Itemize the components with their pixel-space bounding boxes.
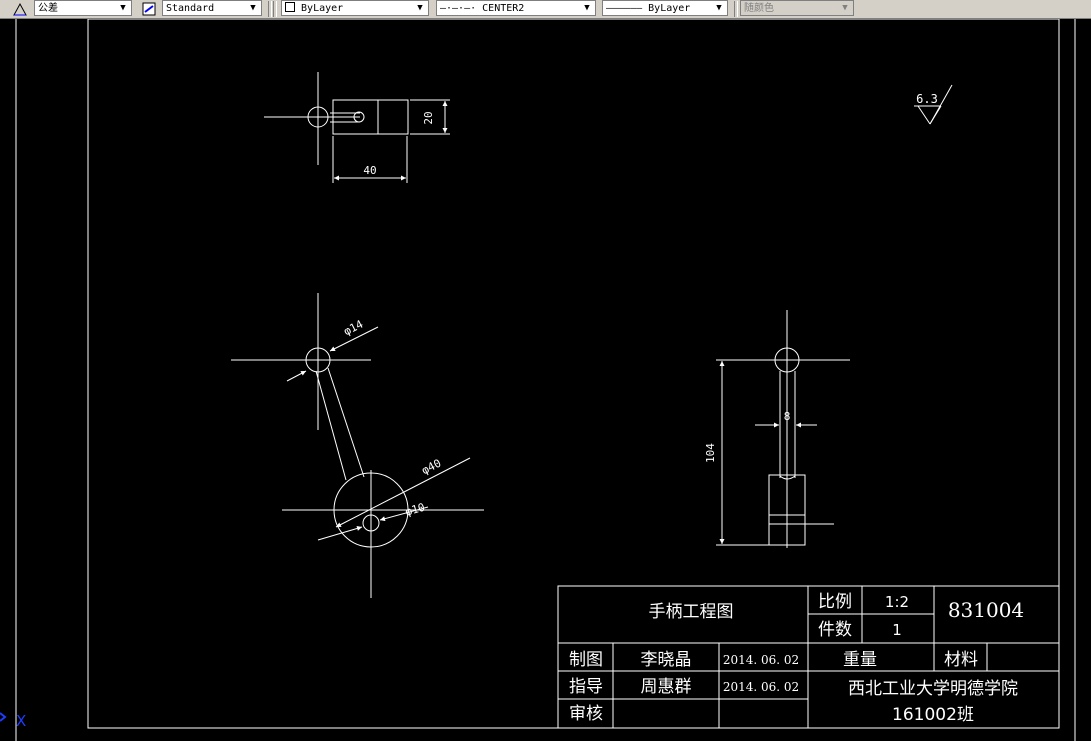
chevron-down-icon: ▼ <box>250 3 256 13</box>
scale-label: 比例 <box>818 592 852 612</box>
plot-style-dropdown[interactable]: 随颜色 ▼ <box>740 0 854 16</box>
tolerance-label: 公差 <box>38 3 58 14</box>
properties-toolbar: 公差 ▼ Standard ▼ ByLayer ▼ —·—·—· CENTER2… <box>0 0 1091 19</box>
dim-text-8: 8 <box>784 410 791 423</box>
chevron-down-icon: ▼ <box>584 3 590 13</box>
scale-value: 1:2 <box>885 593 909 611</box>
quantity-label: 件数 <box>818 620 852 640</box>
top-view <box>264 72 450 183</box>
surface-roughness-symbol <box>914 84 953 125</box>
toolbar-separator <box>734 1 738 17</box>
ucs-icon: X <box>0 712 26 730</box>
guide-label: 指导 <box>569 677 603 697</box>
lineweight-dropdown[interactable]: —————— ByLayer ▼ <box>602 0 728 16</box>
front-view <box>231 293 484 598</box>
review-label: 审核 <box>569 704 603 724</box>
chevron-down-icon: ▼ <box>120 3 126 13</box>
dim-text-40: 40 <box>363 164 376 177</box>
drawing-name: 手柄工程图 <box>649 602 734 622</box>
tolerance-dropdown[interactable]: 公差 ▼ <box>34 0 132 16</box>
dimension-style-icon[interactable] <box>141 1 157 17</box>
roughness-value: 6.3 <box>916 92 938 106</box>
drawn-date: 2014. 06. 02 <box>723 653 799 667</box>
guided-by: 周惠群 <box>641 677 692 697</box>
color-swatch-icon <box>285 2 295 12</box>
toolbar-separator <box>273 1 277 17</box>
dimension-style-value: Standard <box>166 3 215 14</box>
guided-date: 2014. 06. 02 <box>723 680 799 694</box>
side-view <box>716 310 850 548</box>
dimension-style-dropdown[interactable]: Standard ▼ <box>162 0 262 16</box>
linetype-value: CENTER2 <box>482 3 525 14</box>
toolbar-separator <box>268 1 272 17</box>
weight-label: 重量 <box>843 650 877 670</box>
drawn-label: 制图 <box>569 650 603 670</box>
ucs-x-label: X <box>16 712 26 730</box>
chevron-down-icon: ▼ <box>716 3 722 13</box>
layer-color-dropdown[interactable]: ByLayer ▼ <box>281 0 429 16</box>
school-name: 西北工业大学明德学院 <box>848 679 1018 699</box>
dim-text-phi10: φ10 <box>404 501 427 519</box>
lineweight-value: ByLayer <box>648 3 691 14</box>
tolerance-icon[interactable] <box>12 1 28 17</box>
linetype-dropdown[interactable]: —·—·—· CENTER2 ▼ <box>436 0 596 16</box>
chevron-down-icon: ▼ <box>417 3 423 13</box>
drawing-number: 831004 <box>948 598 1024 622</box>
drawing-frame <box>87 19 1060 729</box>
drawing-canvas[interactable]: 20 40 φ14 φ40 φ10 8 104 6.3 手柄工程图 比例 1:2… <box>0 19 1091 741</box>
plot-style-value: 随颜色 <box>744 3 774 14</box>
class-name: 161002班 <box>892 705 974 725</box>
material-label: 材料 <box>944 650 978 670</box>
lineweight-preview-icon: —————— <box>606 3 643 14</box>
drawn-by: 李晓晶 <box>641 650 692 670</box>
dim-text-20: 20 <box>422 111 435 124</box>
layer-color-value: ByLayer <box>301 3 344 14</box>
chevron-down-icon: ▼ <box>842 3 848 13</box>
title-block <box>557 585 1060 729</box>
dim-text-104: 104 <box>704 443 717 463</box>
linetype-preview-icon: —·—·—· <box>440 3 477 14</box>
quantity-value: 1 <box>892 621 902 639</box>
